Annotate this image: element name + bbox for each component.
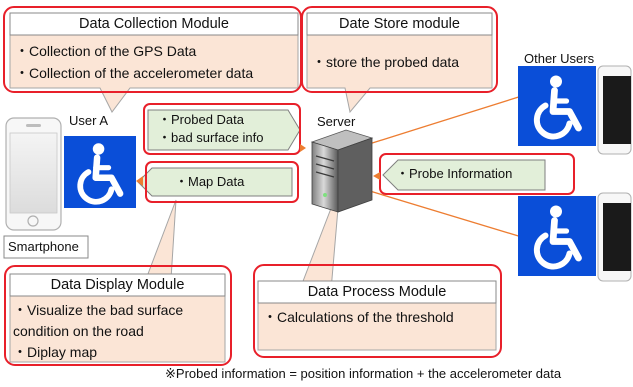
display-item-3: ・Diplay map (13, 344, 98, 360)
footnote: ※Probed information = position informati… (165, 366, 562, 381)
map-data-label: ・Map Data (175, 174, 245, 189)
server-icon (310, 129, 374, 213)
user-a-label: User A (69, 113, 109, 128)
wheelchair-icon-user-a (64, 136, 136, 208)
probed-data-flag (143, 103, 306, 155)
smartphone-label-box (3, 235, 89, 259)
process-module-callout (253, 184, 502, 358)
store-item-1: ・store the probed data (312, 54, 460, 70)
server-label: Server (317, 114, 356, 129)
smartphone-icon (5, 117, 62, 231)
wheelchair-icon-other-user-2 (518, 196, 596, 276)
probe-info-flag (373, 153, 575, 195)
store-module-title: Date Store module (339, 16, 460, 32)
collection-item-2: ・Collection of the accelerometer data (15, 65, 254, 81)
display-module-title: Data Display Module (50, 277, 185, 293)
display-module-callout (4, 199, 232, 366)
collection-module-title: Data Collection Module (79, 16, 229, 32)
other-users-label: Other Users (524, 51, 595, 66)
collection-item-1: ・Collection of the GPS Data (15, 43, 197, 59)
phone-icon-other-user-2 (597, 192, 632, 282)
link-server-otheruser1 (349, 94, 526, 151)
phone-icon-other-user-1 (597, 65, 632, 155)
smartphone-label: Smartphone (8, 239, 79, 254)
bad-surface-label: ・bad surface info (158, 130, 264, 145)
wheelchair-icon-other-user-1 (518, 66, 596, 146)
map-data-flag (136, 161, 299, 203)
collection-module-callout (3, 6, 302, 113)
process-item-1: ・Calculations of the threshold (263, 309, 454, 325)
display-item-1: ・Visualize the bad surface (13, 302, 184, 318)
link-server-otheruser2 (349, 184, 526, 239)
probed-data-label: ・Probed Data (158, 112, 244, 127)
display-item-2: condition on the road (13, 323, 144, 339)
process-module-title: Data Process Module (307, 284, 447, 300)
probe-info-label: ・Probe Information (396, 166, 513, 181)
store-module-callout (301, 6, 498, 114)
